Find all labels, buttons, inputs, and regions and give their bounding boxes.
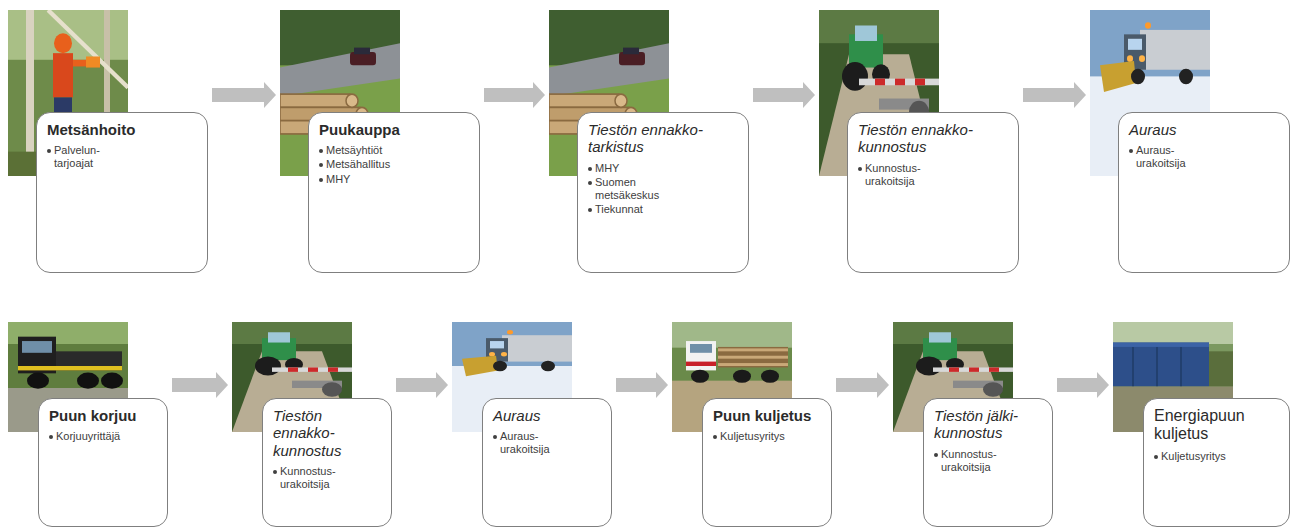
- process-step: PuukauppaMetsäyhtiötMetsähallitusMHY: [280, 10, 480, 273]
- actor-text: Metsähallitus: [326, 158, 390, 171]
- bullet-item: Tiekunnat: [588, 203, 740, 216]
- step-card: AurausAuraus- urakoitsija: [1118, 112, 1290, 273]
- step-card: MetsänhoitoPalvelun- tarjoajat: [36, 112, 208, 273]
- process-step: AurausAuraus- urakoitsija: [1090, 10, 1290, 273]
- bullet-dot: [713, 435, 717, 439]
- bullet-dot: [588, 208, 592, 212]
- bullet-dot: [588, 167, 592, 171]
- actor-text: Auraus- urakoitsija: [500, 430, 588, 456]
- logs-photo: [280, 10, 400, 176]
- bullet-dot: [49, 435, 53, 439]
- bullet-dot: [493, 435, 497, 439]
- flow-arrow: [836, 372, 889, 398]
- step-card: Tiestön ennakko- kunnostusKunnostus- ura…: [847, 112, 1019, 273]
- bullet-dot: [934, 453, 938, 457]
- bullet-item: Kuljetusyritys: [713, 430, 823, 443]
- actor-text: Kunnostus- urakoitsija: [865, 162, 953, 188]
- process-step: Energiapuun kuljetusKuljetusyritys: [1113, 322, 1290, 527]
- actor-text: MHY: [326, 173, 350, 186]
- process-step: Tiestön ennakko- tarkistusMHYSuomen mets…: [549, 10, 749, 273]
- bullet-item: Kunnostus- urakoitsija: [858, 162, 1010, 188]
- actor-text: Kuljetusyritys: [720, 430, 785, 443]
- bullet-dot: [319, 178, 323, 182]
- step-title: Puun korjuu: [49, 407, 159, 424]
- process-step: Puun kuljetusKuljetusyritys: [672, 322, 832, 527]
- step-title: Metsänhoito: [47, 121, 199, 138]
- step-title: Energiapuun kuljetus: [1154, 407, 1281, 444]
- bullet-item: Kuljetusyritys: [1154, 450, 1281, 463]
- bullet-item: Korjuuyrittäjä: [49, 430, 159, 443]
- bullet-item: Palvelun- tarjoajat: [47, 144, 199, 170]
- step-title: Tiestön ennakko- kunnostus: [858, 121, 1010, 156]
- flow-arrow: [616, 372, 668, 398]
- process-step: Tiestön jälki- kunnostusKunnostus- urako…: [893, 322, 1053, 527]
- bullet-dot: [319, 163, 323, 167]
- step-card: Puun kuljetusKuljetusyritys: [702, 398, 832, 527]
- bullet-dot: [273, 470, 277, 474]
- flow-arrow: [484, 82, 545, 108]
- process-step: Tiestön ennakko- kunnostusKunnostus- ura…: [232, 322, 392, 527]
- bullet-dot: [858, 167, 862, 171]
- actor-text: Kunnostus- urakoitsija: [941, 448, 1029, 474]
- step-title: Auraus: [1129, 121, 1281, 138]
- step-card: Puun korjuuKorjuuyrittäjä: [38, 398, 168, 527]
- flow-arrow: [172, 372, 228, 398]
- actor-text: MHY: [595, 162, 619, 175]
- flow-arrow: [753, 82, 815, 108]
- bullet-dot: [1129, 149, 1133, 153]
- process-step: Puun korjuuKorjuuyrittäjä: [8, 322, 168, 527]
- step-card: PuukauppaMetsäyhtiötMetsähallitusMHY: [308, 112, 480, 273]
- step-card: Tiestön jälki- kunnostusKunnostus- urako…: [923, 398, 1053, 527]
- bullet-item: Auraus- urakoitsija: [493, 430, 603, 456]
- actor-text: Palvelun- tarjoajat: [54, 144, 142, 170]
- bullet-dot: [47, 149, 51, 153]
- step-card: Energiapuun kuljetusKuljetusyritys: [1143, 398, 1290, 527]
- flow-arrow: [1057, 372, 1109, 398]
- bullet-item: MHY: [319, 173, 471, 186]
- actor-text: Kunnostus- urakoitsija: [280, 465, 368, 491]
- step-card: Tiestön ennakko- tarkistusMHYSuomen mets…: [577, 112, 749, 273]
- actor-text: Korjuuyrittäjä: [56, 430, 120, 443]
- bullet-dot: [319, 149, 323, 153]
- step-card: AurausAuraus- urakoitsija: [482, 398, 612, 527]
- step-title: Tiestön ennakko- tarkistus: [588, 121, 740, 156]
- flow-arrow: [1023, 82, 1086, 108]
- process-step: AurausAuraus- urakoitsija: [452, 322, 612, 527]
- actor-text: Auraus- urakoitsija: [1136, 144, 1224, 170]
- bullet-item: Suomen metsäkeskus: [588, 176, 740, 202]
- process-step: MetsänhoitoPalvelun- tarjoajat: [8, 10, 208, 273]
- step-title: Tiestön ennakko- kunnostus: [273, 407, 383, 459]
- actor-text: Suomen metsäkeskus: [595, 176, 683, 202]
- bullet-dot: [1154, 455, 1158, 459]
- flow-arrow: [212, 82, 276, 108]
- bullet-item: Metsäyhtiöt: [319, 144, 471, 157]
- step-title: Puukauppa: [319, 121, 471, 138]
- actor-text: Metsäyhtiöt: [326, 144, 382, 157]
- step-title: Auraus: [493, 407, 603, 424]
- bullet-item: Metsähallitus: [319, 158, 471, 171]
- bullet-item: Auraus- urakoitsija: [1129, 144, 1281, 170]
- actor-text: Kuljetusyritys: [1161, 450, 1226, 463]
- actor-text: Tiekunnat: [595, 203, 643, 216]
- bullet-dot: [588, 181, 592, 185]
- flow-arrow: [396, 372, 448, 398]
- bullet-item: MHY: [588, 162, 740, 175]
- bullet-item: Kunnostus- urakoitsija: [273, 465, 383, 491]
- step-title: Puun kuljetus: [713, 407, 823, 424]
- step-title: Tiestön jälki- kunnostus: [934, 407, 1044, 442]
- process-step: Tiestön ennakko- kunnostusKunnostus- ura…: [819, 10, 1019, 273]
- bullet-item: Kunnostus- urakoitsija: [934, 448, 1044, 474]
- step-card: Tiestön ennakko- kunnostusKunnostus- ura…: [262, 398, 392, 527]
